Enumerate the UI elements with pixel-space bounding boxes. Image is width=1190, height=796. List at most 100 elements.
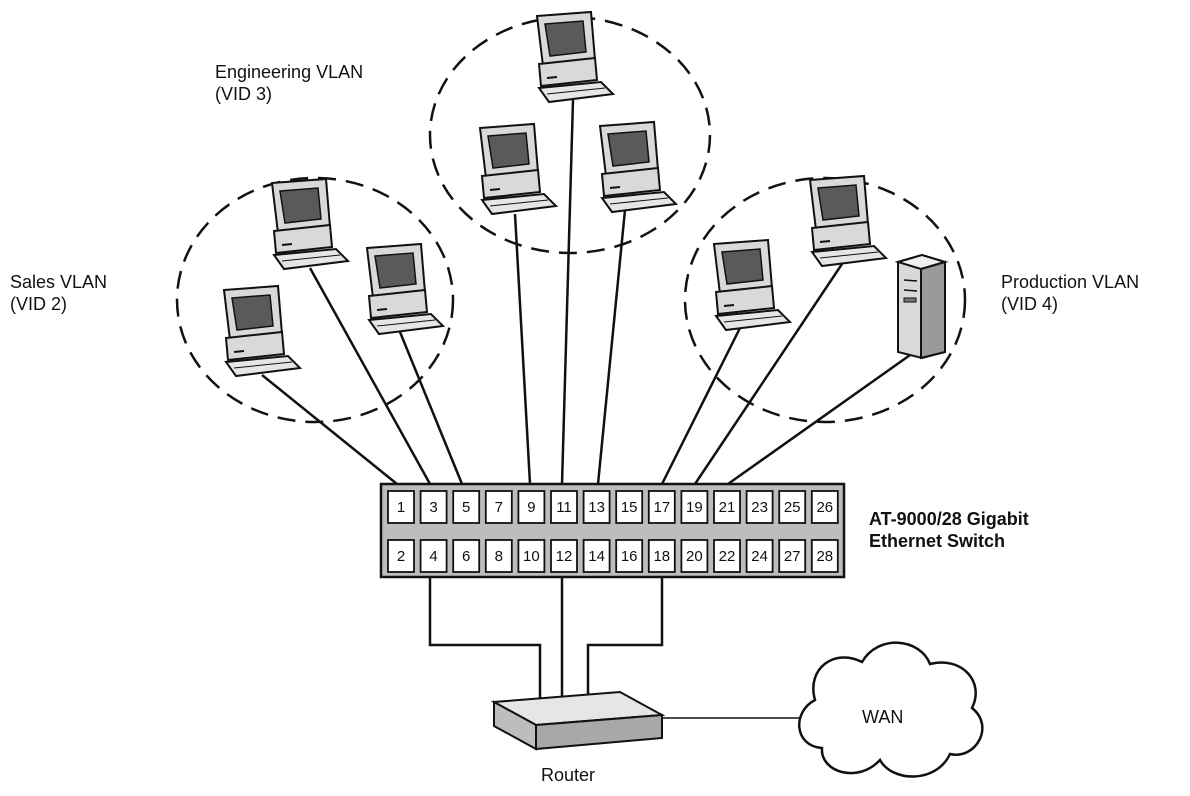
switch-port-label: 2 (397, 548, 405, 565)
switch-port-box (713, 490, 741, 524)
engineering-vlan-name: Engineering VLAN (215, 62, 364, 82)
switch-port-box (419, 539, 448, 573)
switch-port-27: 27 (778, 539, 807, 573)
switch-port-label: 11 (556, 499, 572, 516)
switch-port-label: 21 (719, 499, 736, 516)
switch-port-28: 28 (810, 539, 839, 573)
switch-port-label: 9 (527, 499, 535, 516)
switch-port-label: 18 (653, 548, 670, 565)
switch-port-23: 23 (745, 490, 774, 524)
switch-port-box (550, 539, 578, 573)
switch-port-box (387, 490, 415, 524)
switch-port-17: 17 (647, 490, 676, 524)
switch-port-box (550, 490, 578, 524)
computer-icon (366, 243, 444, 335)
switch-port-box (582, 539, 611, 573)
engineering-vlan-label: Engineering VLAN (VID 3) (215, 61, 363, 105)
wan-label: WAN (862, 707, 904, 727)
switch-port-15: 15 (615, 490, 644, 524)
router-label: Router (541, 765, 596, 785)
switch-port-box (713, 539, 741, 573)
switch-port-12: 12 (550, 539, 578, 573)
switch-port-2: 2 (387, 539, 415, 573)
switch-port-label: 28 (816, 548, 833, 565)
switch-port-label: 16 (621, 548, 638, 565)
switch-port-box (810, 490, 839, 524)
switch-port-box (778, 490, 807, 524)
switch-port-box (387, 539, 415, 573)
switch-port-box (484, 539, 513, 573)
computer-icon (223, 285, 301, 377)
switch-port-box (647, 490, 676, 524)
switch-port-box (615, 539, 644, 573)
switch-port-label: 3 (429, 499, 437, 516)
switch-port-label: 5 (462, 499, 470, 516)
engineering-vlan-boundary (428, 15, 712, 255)
switch-port-label: 19 (686, 499, 703, 516)
switch-model-line2: Ethernet Switch (869, 531, 1006, 551)
switch-port-box (452, 539, 481, 573)
switch-port-box (745, 539, 774, 573)
switch-port-25: 25 (778, 490, 807, 524)
wan-cloud-icon (798, 641, 984, 778)
switch-port-label: 8 (495, 548, 503, 565)
switch-port-box (582, 490, 611, 524)
switch-port-label: 15 (621, 499, 638, 516)
connection-lines (261, 99, 921, 486)
switch-port-3: 3 (419, 490, 448, 524)
production-vlan-label: Production VLAN (VID 4) (1001, 271, 1139, 315)
switch-port-box (452, 490, 481, 524)
switch-port-7: 7 (484, 490, 513, 524)
switch-port-label: 1 (397, 499, 405, 516)
switch-port-6: 6 (452, 539, 481, 573)
switch-port-label: 14 (588, 548, 605, 565)
switch-port-16: 16 (615, 539, 644, 573)
switch-port-box (517, 490, 546, 524)
computer-icon (271, 178, 349, 270)
sales-vlan-vid: (VID 2) (10, 294, 68, 314)
switch-port-box (810, 539, 839, 573)
switch-port-label: 24 (751, 548, 768, 565)
sales-vlan-name: Sales VLAN (10, 272, 108, 292)
server-icon (894, 253, 949, 360)
switch-port-box (778, 539, 807, 573)
switch-port-9: 9 (517, 490, 546, 524)
switch-port-label: 12 (556, 548, 573, 565)
switch-port-label: 17 (653, 499, 670, 516)
router-icon (490, 690, 666, 751)
switch-port-label: 6 (462, 548, 470, 565)
sales-vlan-boundary (175, 176, 455, 424)
computer-icon (713, 239, 791, 331)
production-vlan-name: Production VLAN (1001, 272, 1140, 292)
computer-icon (479, 123, 557, 215)
switch-port-label: 22 (719, 548, 736, 565)
switch-port-5: 5 (452, 490, 481, 524)
switch-port-label: 27 (784, 548, 801, 565)
switch-model-line1: AT-9000/28 Gigabit (869, 509, 1029, 529)
production-vlan-vid: (VID 4) (1001, 294, 1059, 314)
switch-port-1: 1 (387, 490, 415, 524)
switch-port-14: 14 (582, 539, 611, 573)
switch-port-11: 11 (550, 490, 578, 524)
computer-icon (599, 121, 677, 213)
switch-port-box (647, 539, 676, 573)
switch-model-label: AT-9000/28 Gigabit Ethernet Switch (869, 508, 1029, 552)
switch-port-box (680, 539, 709, 573)
switch-port-box (680, 490, 709, 524)
sales-vlan-label: Sales VLAN (VID 2) (10, 271, 107, 315)
switch-port-label: 26 (816, 499, 833, 516)
switch-port-box (419, 490, 448, 524)
switch-port-22: 22 (713, 539, 741, 573)
switch-port-19: 19 (680, 490, 709, 524)
switch-port-box (484, 490, 513, 524)
switch-port-box (745, 490, 774, 524)
switch-port-label: 23 (751, 499, 768, 516)
switch-port-box (517, 539, 546, 573)
switch-port-21: 21 (713, 490, 741, 524)
switch-port-label: 25 (784, 499, 801, 516)
switch-port-8: 8 (484, 539, 513, 573)
engineering-vlan-vid: (VID 3) (215, 84, 273, 104)
